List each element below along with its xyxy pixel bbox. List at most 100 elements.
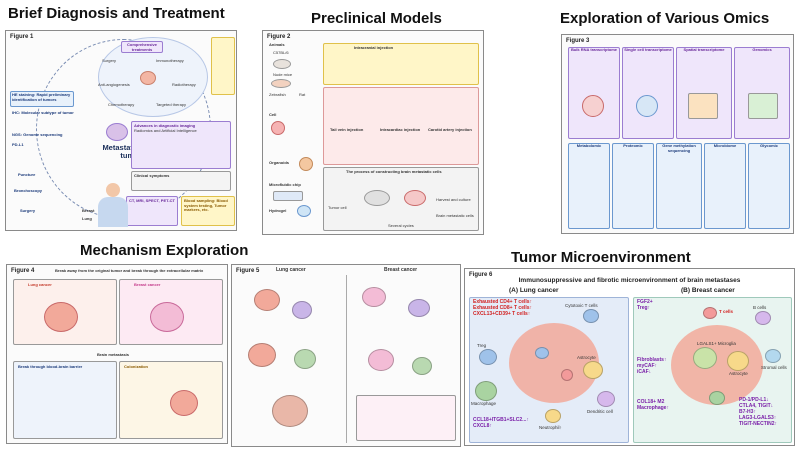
hydrogel-label: Hydrogel bbox=[269, 208, 287, 213]
breast-marker-1: FGF2+ bbox=[637, 299, 653, 305]
lung-tumor-cluster bbox=[272, 395, 308, 427]
breast-mid-marker-2: myCAF↑ bbox=[637, 363, 658, 369]
title-tumor-microenvironment: Tumor Microenvironment bbox=[511, 249, 691, 266]
breast-stromal-label: Stromal cells bbox=[761, 365, 787, 370]
figure2-panel: Figure 2 Animals C57BL/6 Nude mice Zebra… bbox=[262, 30, 484, 235]
lung-bottom-marker-1: CCL18+ITGB1+SLC2...↑ bbox=[473, 417, 529, 423]
lung-tumor-mass bbox=[509, 323, 599, 403]
single-cell-title: Single cell transcriptome bbox=[624, 47, 672, 52]
breast-markers-list: FGF2+ Treg↑ bbox=[637, 299, 653, 311]
immunotherapy-label: Immunotherapy bbox=[156, 58, 184, 63]
organoids-label: Organoids bbox=[269, 160, 290, 165]
carotid-label: Carotid artery injection bbox=[428, 127, 472, 132]
single-cell-card: Single cell transcriptome bbox=[622, 47, 674, 139]
lung-microglia bbox=[294, 349, 316, 369]
methylation-card: Gene methylation sequencing bbox=[656, 143, 702, 229]
lung-cancer-box: Lung cancer bbox=[13, 279, 117, 345]
lung-macrophage-label: Macrophage bbox=[471, 401, 497, 406]
brain-icon bbox=[106, 123, 128, 141]
blood-sampling-text: Blood sampling: Blood system testing, Tu… bbox=[184, 198, 228, 213]
lung-neutrophil-cell bbox=[545, 409, 561, 423]
glycomic-title: Glycomic bbox=[759, 143, 778, 148]
figure6-lung-subtitle: (A) Lung cancer bbox=[509, 287, 559, 294]
surgery-label: Surgery bbox=[102, 58, 117, 63]
tumor-cell-label: Tumor cell bbox=[328, 205, 347, 210]
bbb-label: Break through blood-brain barrier bbox=[18, 364, 83, 369]
figure6-label: Figure 6 bbox=[469, 272, 493, 278]
pdl1-text: PD-L1 bbox=[12, 142, 24, 147]
metabolomic-title: Metabolomic bbox=[576, 143, 602, 148]
lung-bottom-markers: CCL18+ITGB1+SLC2...↑ CXCL8↑ bbox=[473, 417, 529, 429]
systemic-box: Tail vein injection Intracardiac injecti… bbox=[323, 87, 479, 165]
figure5-label: Figure 5 bbox=[236, 268, 260, 274]
figure6-panel: Figure 6 Immunosuppressive and fibrotic … bbox=[464, 268, 795, 446]
breast-right-markers: PD-1/PD-L1↓ CTLA4, TIGIT↓ B7-H3↑ LAG3-LG… bbox=[739, 397, 777, 427]
antiangiogenesis-label: Anti-angiogenesis bbox=[98, 82, 130, 87]
fig5-breast-label: Breast cancer bbox=[384, 267, 418, 273]
lung-label: Lung bbox=[82, 216, 92, 221]
nude-mouse-icon bbox=[271, 79, 291, 88]
surgery-diagnosis-text: Surgery bbox=[20, 208, 36, 213]
lung-dendritic-cell bbox=[597, 391, 615, 407]
breast-mid-marker-3: iCAF↓ bbox=[637, 369, 652, 375]
targeted-therapy-label: Targeted therapy bbox=[156, 102, 187, 107]
figure1-label: Figure 1 bbox=[10, 34, 34, 40]
he-staining-text: HE staining: Rapid preliminary identific… bbox=[12, 92, 71, 102]
lung-markers-list: Exhausted CD4+ T cells↑ Exhausted CD8+ T… bbox=[473, 299, 532, 317]
microfluidic-label: Microfluidic chip bbox=[269, 182, 301, 187]
animals-label: Animals bbox=[269, 42, 285, 47]
harvest-label: Harvest and culture bbox=[436, 197, 471, 202]
hydrogel-icon bbox=[297, 205, 311, 217]
lung-marker-1: Exhausted CD4+ T cells↑ bbox=[473, 299, 533, 305]
breast-marker-2: Treg↑ bbox=[637, 305, 651, 311]
rat-label: Rat bbox=[299, 92, 306, 97]
bronchoscopy-text: Bronchoscopy bbox=[14, 188, 43, 193]
organoid-icon bbox=[299, 157, 313, 171]
mouse-icon bbox=[273, 59, 291, 69]
lung-dendritic-label: Dendritic cell bbox=[587, 409, 613, 414]
lung-astrocyte-cell bbox=[583, 361, 603, 379]
lung-tumor-icon bbox=[44, 302, 78, 332]
glycomic-card: Glycomic bbox=[748, 143, 790, 229]
tail-vein-label: Tail vein injection bbox=[330, 127, 364, 132]
lung-macrophage-cell bbox=[475, 381, 497, 401]
breast-mid2-marker-2: Macrophage↑ bbox=[637, 405, 669, 411]
breast-neuron-box bbox=[356, 395, 456, 441]
bulk-rna-title: Bulk RNA transcriptome bbox=[570, 47, 618, 52]
breast-mid2-markers: COL18+ M2 Macrophage↑ bbox=[637, 399, 669, 411]
breast-macrophage-cell bbox=[709, 391, 725, 405]
ihc-text: IHC: Molecular subtype of tumor bbox=[12, 110, 74, 115]
lung-astrocyte-label: Astrocyte bbox=[577, 355, 596, 360]
lung-bottom-marker-2: CXCL8↑ bbox=[473, 423, 492, 429]
he-staining-box: HE staining: Rapid preliminary identific… bbox=[10, 91, 74, 107]
brain-metastasis-label: Brain metastasis bbox=[97, 352, 130, 357]
brain-met-cells-label: Brain metastatic cells bbox=[436, 213, 474, 218]
lung-tcell-1 bbox=[535, 347, 549, 359]
breast-right-marker-2: CTLA4, TIGIT↓ bbox=[739, 403, 774, 409]
figure4-label: Figure 4 bbox=[11, 268, 35, 274]
microfluidic-icon bbox=[273, 191, 303, 201]
breast-label: Breast bbox=[82, 208, 95, 213]
process-box: The process of constructing brain metast… bbox=[323, 167, 479, 231]
bbb-box: Break through blood-brain barrier bbox=[13, 361, 117, 439]
lung-cytotoxic-label: Cytotoxic T cells bbox=[565, 303, 598, 308]
mouse-process-icon bbox=[364, 190, 390, 206]
process-title: The process of constructing brain metast… bbox=[346, 169, 442, 174]
fig5-lung-label: Lung cancer bbox=[276, 267, 306, 273]
intracranial-label: Intracranial injection bbox=[354, 45, 394, 50]
title-brief-diagnosis: Brief Diagnosis and Treatment bbox=[8, 5, 225, 22]
breast-lgals-label: LGALS1+ Microglia bbox=[697, 341, 736, 346]
bulk-icon bbox=[582, 95, 604, 117]
lung-astrocyte-1 bbox=[292, 301, 312, 319]
comprehensive-treatments-label: Comprehensive treatments bbox=[121, 41, 163, 53]
breast-right-marker-4: LAG3-LGALS3↑ bbox=[739, 415, 777, 421]
treatment-center-icon bbox=[140, 71, 156, 85]
spatial-title: Spatial transcriptome bbox=[683, 47, 725, 52]
genomics-title: Genomics bbox=[752, 47, 772, 52]
advances-treatment-box bbox=[211, 37, 235, 95]
nude-mice-label: Nude mice bbox=[273, 72, 293, 77]
figure3-panel: Figure 3 Bulk RNA transcriptome Single c… bbox=[561, 34, 794, 234]
breast-right-marker-1: PD-1/PD-L1↓ bbox=[739, 397, 769, 403]
breast-cancer-label: Breast cancer bbox=[134, 282, 161, 287]
